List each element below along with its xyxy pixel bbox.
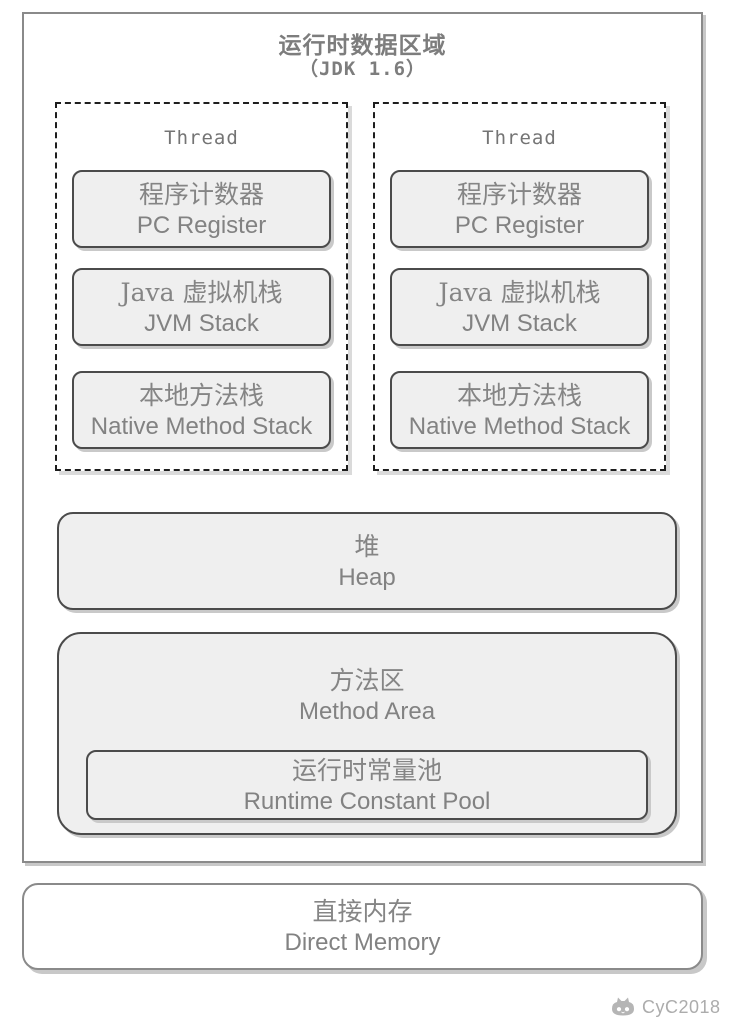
pc-register-label-zh: 程序计数器 xyxy=(456,179,582,209)
direct-memory-label-en: Direct Memory xyxy=(284,929,441,956)
diagram-subtitle-jdk-version: （JDK 1.6） xyxy=(298,58,427,80)
jvm-stack-label-en: JVM Stack xyxy=(144,309,259,337)
thread-2-native-method-stack-box: 本地方法栈 Native Method Stack xyxy=(390,371,649,449)
watermark: CyC2018 xyxy=(610,996,721,1018)
native-method-stack-label-en: Native Method Stack xyxy=(90,412,313,440)
pc-register-label-zh: 程序计数器 xyxy=(138,179,264,209)
jvm-stack-label-zh: Java 虚拟机栈 xyxy=(438,277,601,307)
diagram-title: 运行时数据区域 xyxy=(278,32,447,58)
jvm-stack-label-en: JVM Stack xyxy=(462,309,577,337)
thread-2-label: Thread xyxy=(482,127,557,149)
native-method-stack-label-en: Native Method Stack xyxy=(408,412,631,440)
pc-register-label-en: PC Register xyxy=(136,211,267,239)
watermark-text: CyC2018 xyxy=(642,996,721,1017)
native-method-stack-label-zh: 本地方法栈 xyxy=(456,380,582,410)
thread-2-pc-register-box: 程序计数器 PC Register xyxy=(390,170,649,248)
thread-1-native-method-stack-box: 本地方法栈 Native Method Stack xyxy=(72,371,331,449)
method-area-label-zh: 方法区 xyxy=(329,666,405,695)
native-method-stack-label-zh: 本地方法栈 xyxy=(138,380,264,410)
thread-1-pc-register-box: 程序计数器 PC Register xyxy=(72,170,331,248)
heap-box: 堆 Heap xyxy=(57,512,677,610)
pc-register-label-en: PC Register xyxy=(454,211,585,239)
heap-label-zh: 堆 xyxy=(354,531,380,561)
direct-memory-label-zh: 直接内存 xyxy=(312,897,413,926)
thread-2-jvm-stack-box: Java 虚拟机栈 JVM Stack xyxy=(390,268,649,346)
runtime-constant-pool-box: 运行时常量池 Runtime Constant Pool xyxy=(86,750,648,820)
cat-logo-icon xyxy=(610,996,636,1018)
method-area-label-en: Method Area xyxy=(298,698,436,725)
jvm-stack-label-zh: Java 虚拟机栈 xyxy=(120,277,283,307)
runtime-constant-pool-label-zh: 运行时常量池 xyxy=(291,755,442,785)
direct-memory-box: 直接内存 Direct Memory xyxy=(22,883,703,970)
thread-1-jvm-stack-box: Java 虚拟机栈 JVM Stack xyxy=(72,268,331,346)
thread-1-label: Thread xyxy=(164,127,239,149)
runtime-constant-pool-label-en: Runtime Constant Pool xyxy=(243,787,491,815)
heap-label-en: Heap xyxy=(338,563,396,591)
